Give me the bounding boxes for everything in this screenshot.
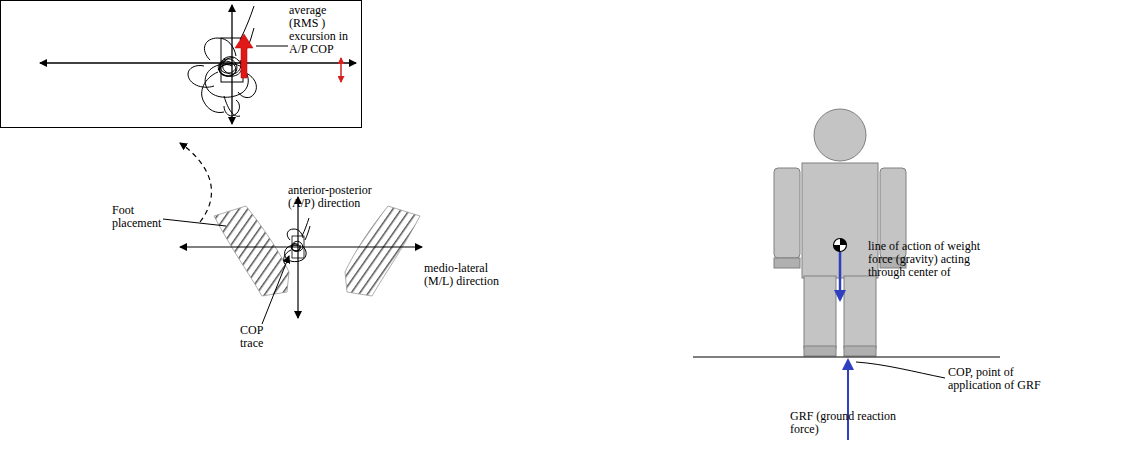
annotation-label: COP trace <box>240 324 280 350</box>
annotation-label: anterior-posterior (A/P) direction <box>288 184 388 210</box>
node-text: average (RMS ) excursion in A/P COP <box>289 4 353 56</box>
cop-leader <box>856 362 945 378</box>
inset-plot <box>40 5 356 124</box>
ground-line <box>693 356 1000 357</box>
annotation-label: COP, point of application of GRF <box>948 366 1048 392</box>
annotation-label: GRF (ground reaction force) <box>790 410 900 436</box>
annotation-label: line of action of weight force (gravity)… <box>868 240 1006 279</box>
human-figure <box>774 109 906 356</box>
dashed-pointer <box>180 143 211 222</box>
foot-diagram <box>163 197 422 324</box>
annotation-label: Foot placement <box>112 204 172 230</box>
annotation-label: medio-lateral (M/L) direction <box>424 262 514 288</box>
weight-force-arrow <box>839 252 842 300</box>
inset-box: average (RMS ) excursion in A/P COP <box>0 0 362 128</box>
grf-arrow <box>847 360 849 440</box>
